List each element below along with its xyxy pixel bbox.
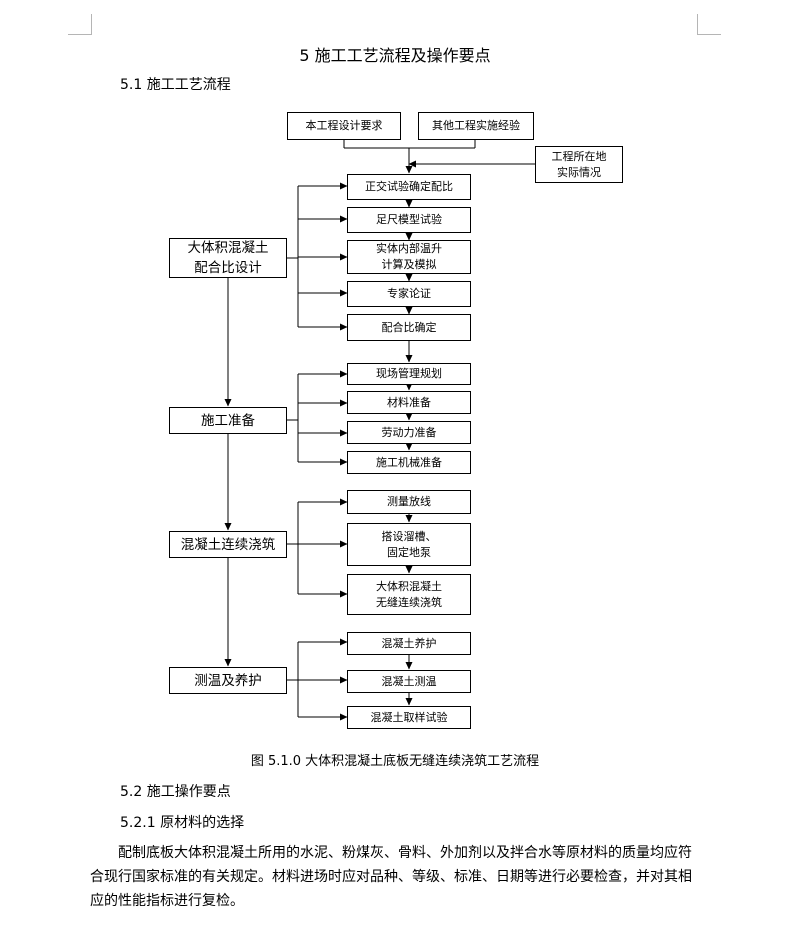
seamless-pouring-line-2: 无缝连续浇筑 bbox=[376, 595, 442, 609]
local-conditions-line-2: 实际情况 bbox=[557, 165, 601, 179]
continuous-pouring-stage-label: 混凝土连续浇筑 bbox=[180, 536, 276, 553]
chute-pump-setup-line-1: 搭设溜槽、 bbox=[381, 529, 437, 543]
temperature-rise-calc-box: 实体内部温升 计算及模拟 bbox=[347, 240, 471, 274]
mix-design-stage-box: 大体积混凝土 配合比设计 bbox=[169, 238, 287, 278]
local-conditions-box: 工程所在地 实际情况 bbox=[535, 146, 623, 183]
heading-5-2-1: 5.2.1 原材料的选择 bbox=[120, 815, 245, 831]
mix-design-stage-line-1: 大体积混凝土 bbox=[187, 240, 269, 256]
concrete-temperature-label: 混凝土测温 bbox=[381, 674, 437, 688]
mix-design-stage-line-2: 配合比设计 bbox=[194, 260, 262, 276]
page-corner-mark-right bbox=[697, 14, 721, 35]
expert-review-box: 专家论证 bbox=[347, 281, 471, 307]
page-corner-mark-left bbox=[68, 14, 92, 35]
chute-pump-setup-line-2: 固定地泵 bbox=[387, 545, 431, 559]
concrete-sampling-box: 混凝土取样试验 bbox=[347, 706, 471, 729]
machinery-prep-label: 施工机械准备 bbox=[376, 455, 442, 469]
design-requirements-label: 本工程设计要求 bbox=[305, 119, 383, 132]
flowchart-connectors bbox=[224, 139, 535, 721]
labor-prep-box: 劳动力准备 bbox=[347, 421, 471, 444]
mix-ratio-confirmed-box: 配合比确定 bbox=[347, 314, 471, 341]
heading-5-1: 5.1 施工工艺流程 bbox=[120, 77, 231, 93]
expert-review-label: 专家论证 bbox=[387, 287, 431, 300]
mix-ratio-confirmed-label: 配合比确定 bbox=[381, 320, 437, 334]
full-scale-model-test-box: 足尺模型试验 bbox=[347, 207, 471, 233]
other-experience-label: 其他工程实施经验 bbox=[432, 119, 520, 132]
orthogonal-test-label: 正交试验确定配比 bbox=[365, 180, 453, 193]
temperature-curing-stage-box: 测温及养护 bbox=[169, 667, 287, 694]
concrete-curing-label: 混凝土养护 bbox=[381, 636, 437, 650]
temperature-curing-stage-label: 测温及养护 bbox=[194, 672, 262, 689]
labor-prep-label: 劳动力准备 bbox=[381, 425, 437, 439]
seamless-pouring-line-1: 大体积混凝土 bbox=[376, 579, 442, 593]
construction-prep-stage-label: 施工准备 bbox=[201, 412, 255, 429]
construction-prep-stage-box: 施工准备 bbox=[169, 407, 287, 434]
temperature-rise-calc-line-2: 计算及模拟 bbox=[381, 258, 437, 271]
site-management-plan-box: 现场管理规划 bbox=[347, 363, 471, 385]
concrete-sampling-label: 混凝土取样试验 bbox=[370, 710, 448, 724]
section-title: 5 施工工艺流程及操作要点 bbox=[299, 46, 491, 65]
concrete-temperature-box: 混凝土测温 bbox=[347, 670, 471, 693]
continuous-pouring-stage-box: 混凝土连续浇筑 bbox=[169, 531, 287, 558]
figure-caption: 图 5.1.0 大体积混凝土底板无缝连续浇筑工艺流程 bbox=[250, 754, 540, 769]
site-management-plan-label: 现场管理规划 bbox=[376, 367, 442, 380]
local-conditions-line-1: 工程所在地 bbox=[551, 149, 607, 163]
survey-layout-box: 测量放线 bbox=[347, 490, 471, 514]
seamless-pouring-box: 大体积混凝土 无缝连续浇筑 bbox=[347, 574, 471, 615]
body-paragraph: 配制底板大体积混凝土所用的水泥、粉煤灰、骨料、外加剂以及拌合水等原材料的质量均应… bbox=[90, 841, 700, 913]
machinery-prep-box: 施工机械准备 bbox=[347, 451, 471, 474]
chute-pump-setup-box: 搭设溜槽、 固定地泵 bbox=[347, 523, 471, 566]
material-prep-box: 材料准备 bbox=[347, 391, 471, 414]
material-prep-label: 材料准备 bbox=[387, 395, 431, 409]
body-paragraph-text: 配制底板大体积混凝土所用的水泥、粉煤灰、骨料、外加剂以及拌合水等原材料的质量均应… bbox=[90, 845, 692, 909]
survey-layout-label: 测量放线 bbox=[387, 495, 431, 508]
concrete-curing-box: 混凝土养护 bbox=[347, 632, 471, 655]
heading-5-2: 5.2 施工操作要点 bbox=[120, 784, 231, 800]
full-scale-model-test-label: 足尺模型试验 bbox=[376, 213, 442, 226]
orthogonal-test-box: 正交试验确定配比 bbox=[347, 174, 471, 200]
design-requirements-box: 本工程设计要求 bbox=[287, 112, 401, 140]
temperature-rise-calc-line-1: 实体内部温升 bbox=[376, 242, 442, 255]
other-experience-box: 其他工程实施经验 bbox=[418, 112, 534, 140]
